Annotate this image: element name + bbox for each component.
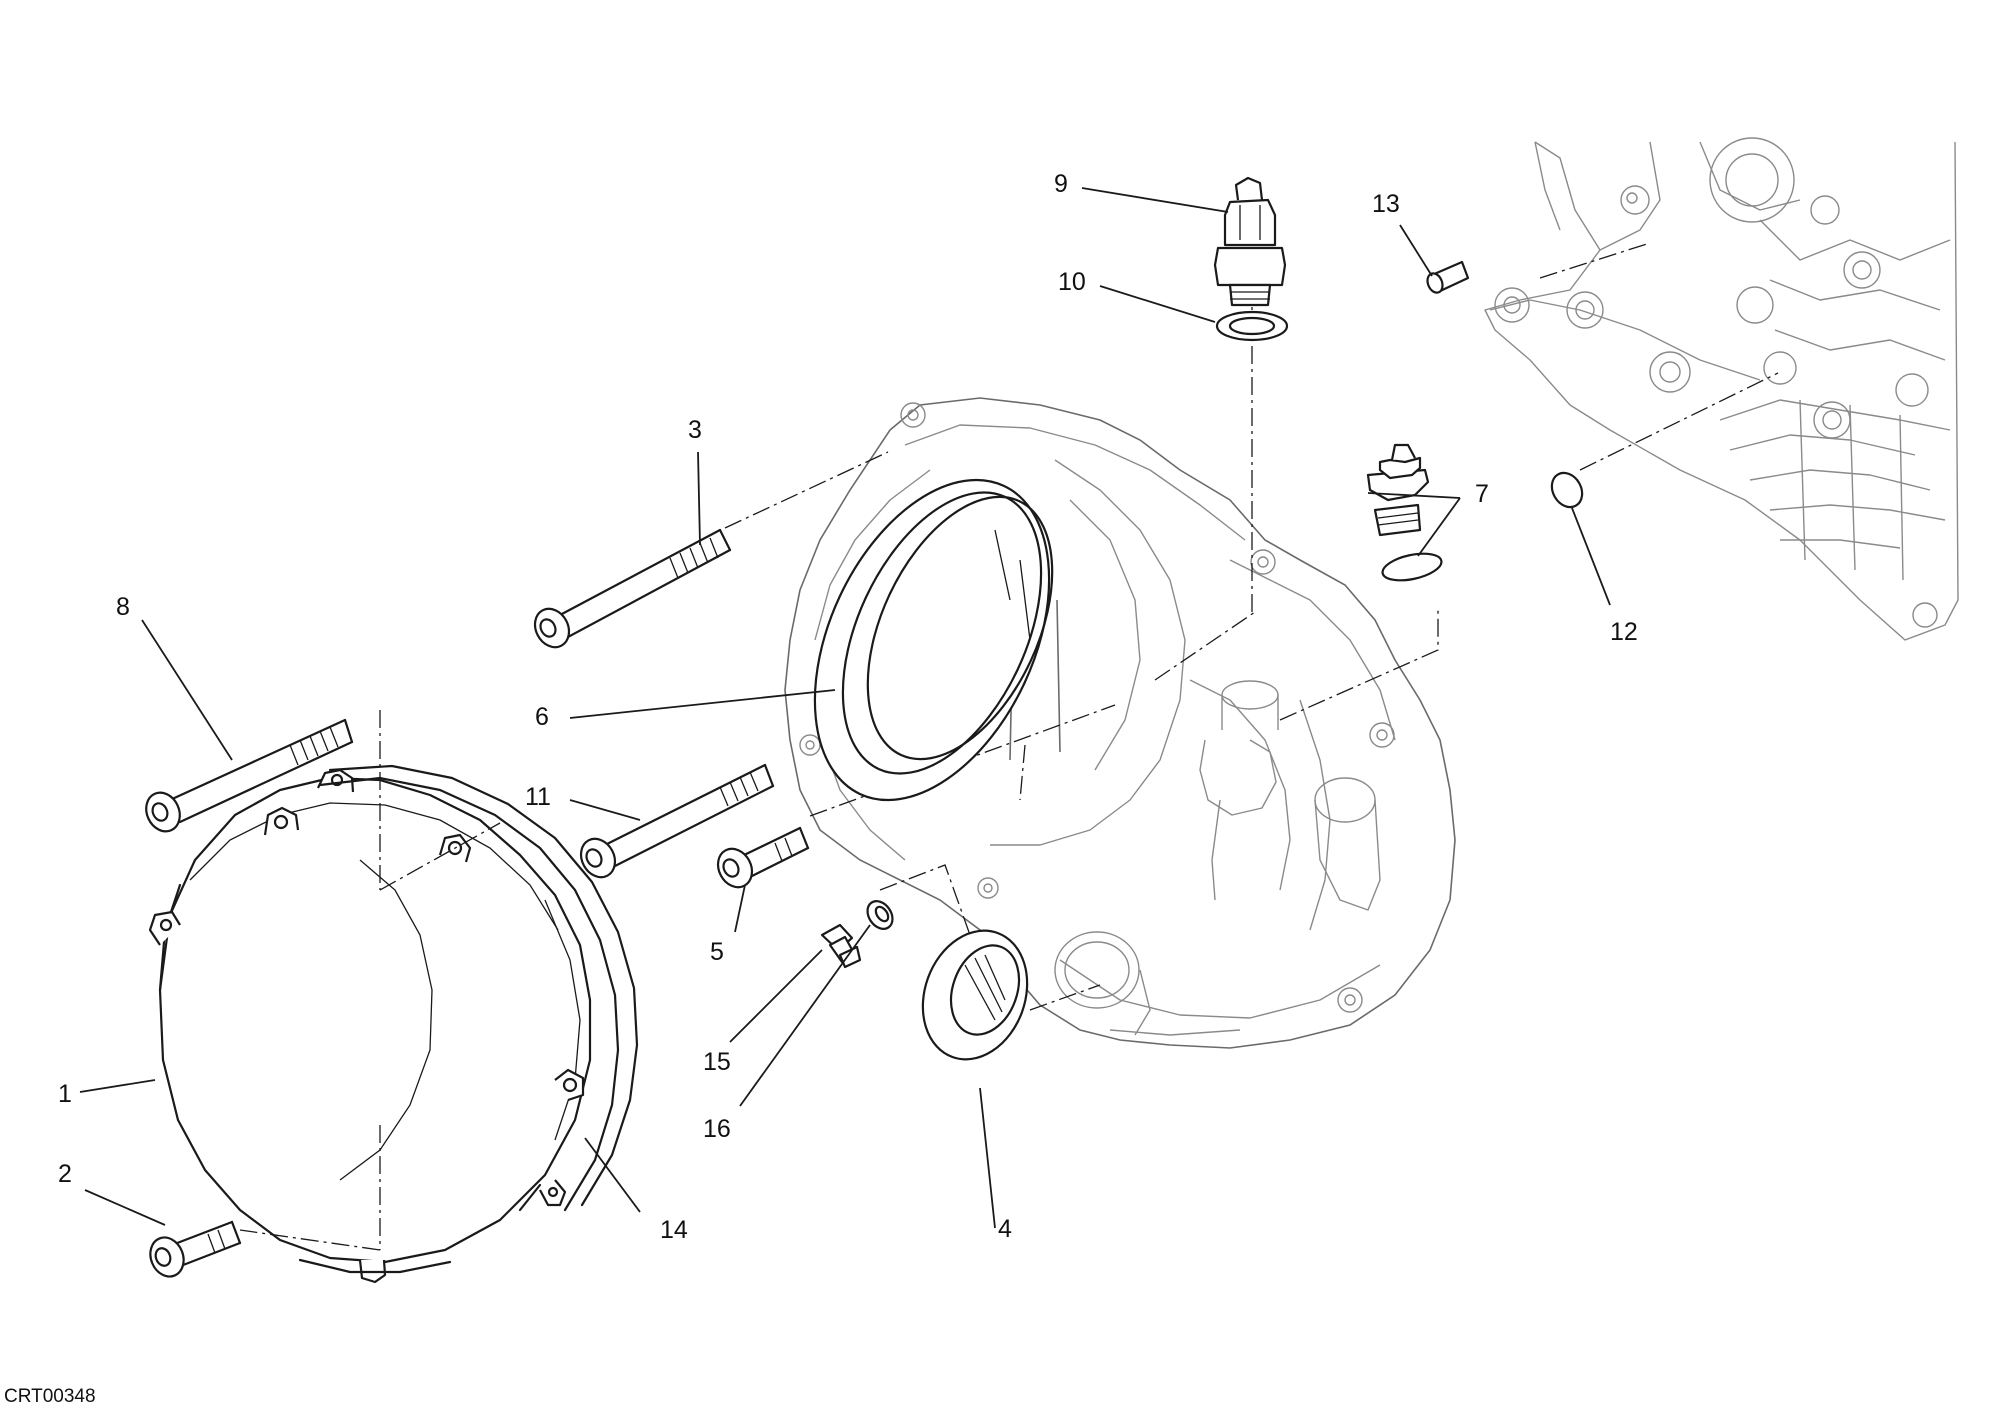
callout-3: 3 xyxy=(688,416,702,444)
assembly-axis-lines xyxy=(239,242,1779,1251)
callout-11: 11 xyxy=(525,783,551,811)
drawing-code: CRT00348 xyxy=(4,1386,96,1407)
callout-16: 16 xyxy=(703,1115,731,1143)
temperature-sender-9 xyxy=(1213,176,1287,307)
bolt-long-8 xyxy=(145,718,354,833)
oil-seal-6 xyxy=(813,478,1054,802)
callout-14: 14 xyxy=(660,1216,688,1244)
callout-2: 2 xyxy=(58,1160,72,1188)
callout-7: 7 xyxy=(1475,480,1489,508)
bolt-short-5 xyxy=(716,826,810,889)
callout-13: 13 xyxy=(1372,190,1400,218)
engine-crankcase-ghost xyxy=(1484,137,1959,641)
sealing-washer-10 xyxy=(1215,310,1289,342)
callout-1: 1 xyxy=(58,1080,72,1108)
callout-9: 9 xyxy=(1054,170,1068,198)
bolt-long-3 xyxy=(533,528,732,649)
bolt-11 xyxy=(579,763,775,879)
o-ring-12 xyxy=(1550,471,1584,509)
callout-6: 6 xyxy=(535,703,549,731)
callout-8: 8 xyxy=(116,593,130,621)
callout-10: 10 xyxy=(1058,268,1086,296)
oil-filler-plug-7 xyxy=(1366,443,1443,582)
washer-16 xyxy=(866,900,894,930)
callout-4: 4 xyxy=(998,1215,1012,1243)
oil-seal-4 xyxy=(921,929,1029,1061)
crankcase-cover-ghost xyxy=(784,397,1456,1049)
clutch-cover-gasket xyxy=(298,764,639,1274)
dowel-pin-13 xyxy=(1426,260,1470,294)
callout-15: 15 xyxy=(703,1048,731,1076)
leader-lines xyxy=(79,187,1611,1229)
callout-12: 12 xyxy=(1610,618,1638,646)
callout-labels: 1 2 3 4 5 6 7 8 9 10 11 12 13 14 15 16 xyxy=(58,170,1638,1244)
bolt-2 xyxy=(149,1220,242,1278)
clutch-cover xyxy=(148,768,592,1284)
callout-5: 5 xyxy=(710,938,724,966)
